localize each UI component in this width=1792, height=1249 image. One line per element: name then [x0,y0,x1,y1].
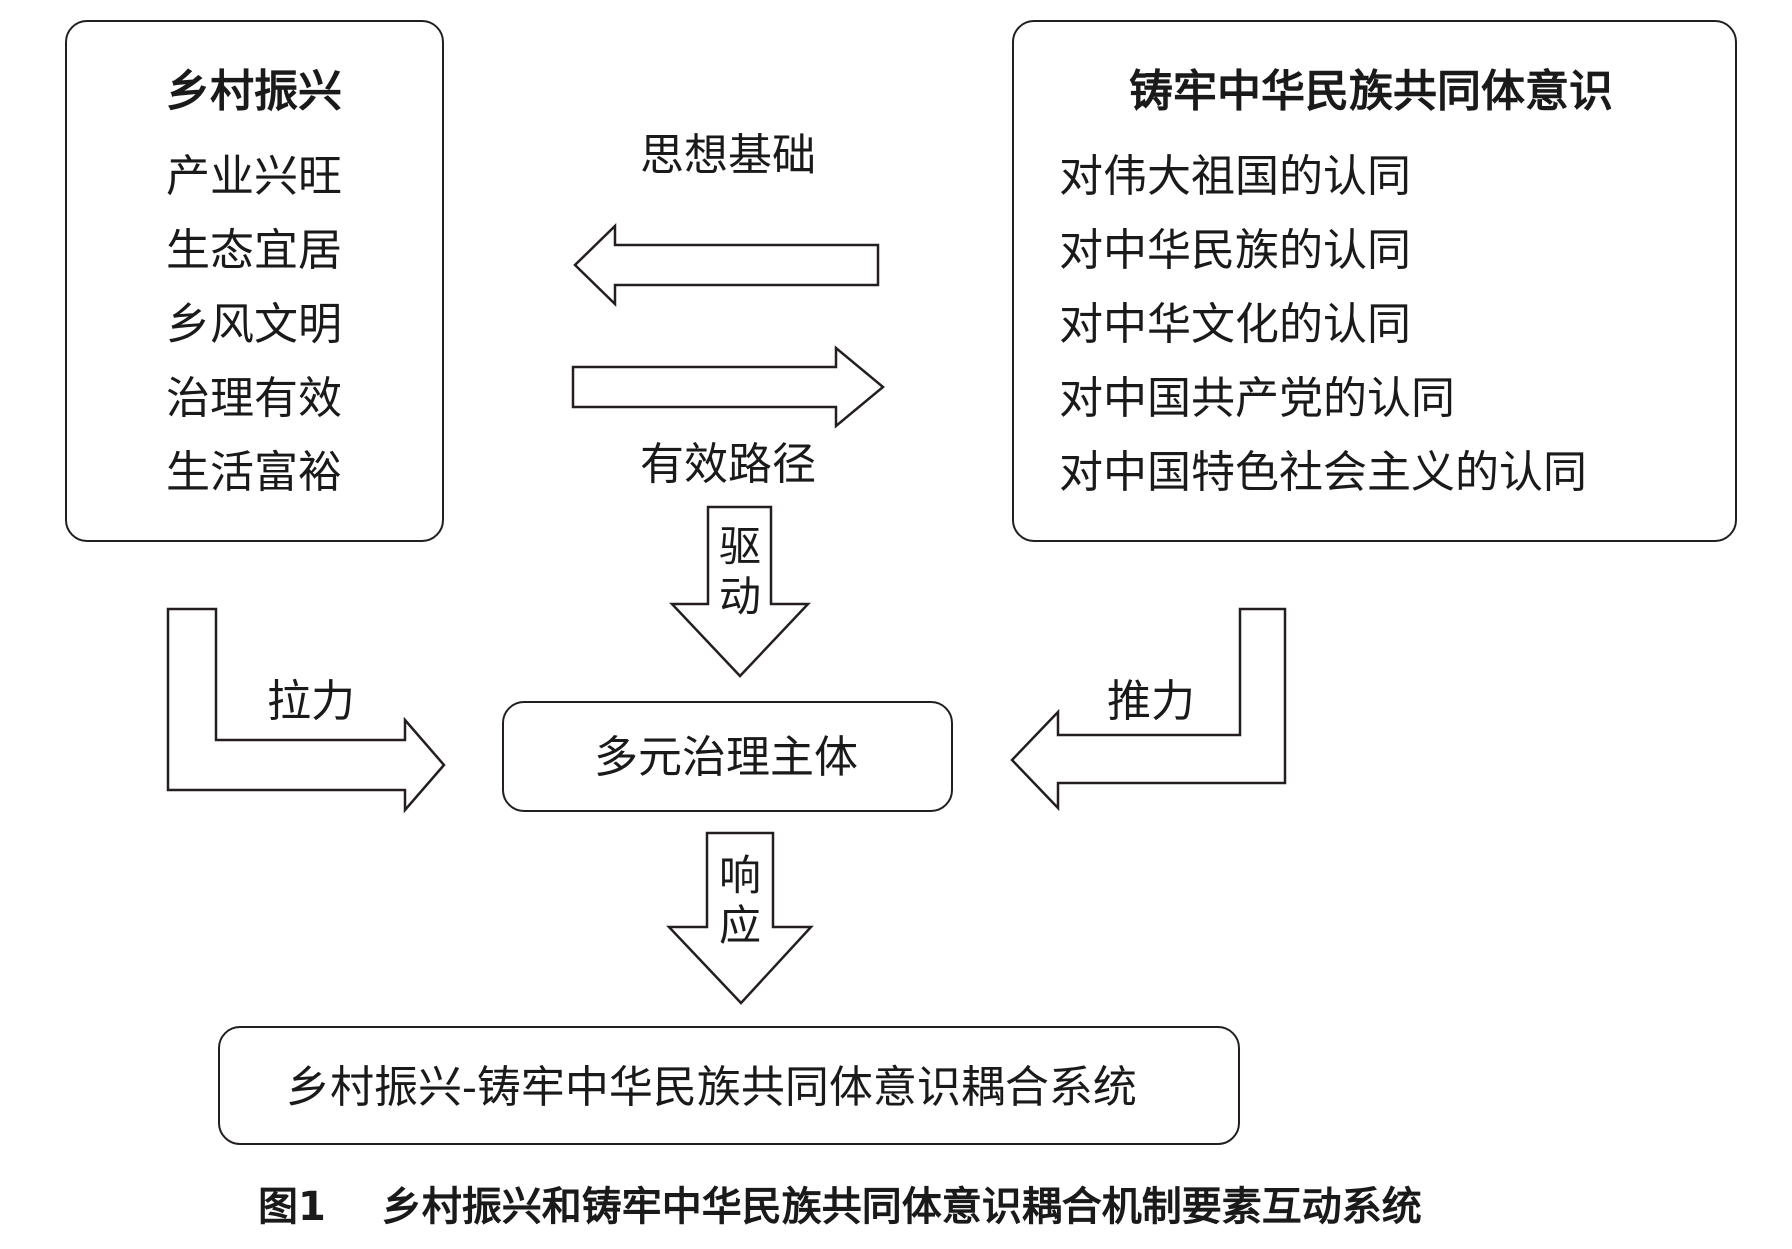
arrow-pull [166,607,446,814]
community-consciousness-title: 铸牢中华民族共同体意识 [1129,66,1613,117]
rural-revitalization-list: 产业兴旺 生态宜居 乡风文明 治理有效 生活富裕 [166,155,342,525]
list-item: 产业兴旺 [166,151,342,202]
figure-title: 乡村振兴和铸牢中华民族共同体意识耦合机制要素互动系统 [381,1184,1422,1230]
community-consciousness-list: 对伟大祖国的认同 对中华民族的认同 对中华文化的认同 对中国共产党的认同 对中国… [1059,155,1587,525]
list-item: 生活富裕 [166,447,342,498]
arrow-left-ideological [573,223,880,307]
list-item: 对中华文化的认同 [1059,299,1411,350]
list-item: 生态宜居 [166,225,342,276]
response-label: 响应 [718,851,761,951]
arrow-down-response [666,831,814,1005]
governance-subjects-label: 多元治理主体 [594,732,858,783]
list-item: 对中国特色社会主义的认同 [1059,447,1587,498]
figure-number: 图1 [258,1184,326,1230]
figure-caption: 图1 乡村振兴和铸牢中华民族共同体意识耦合机制要素互动系统 [258,1187,1422,1227]
community-consciousness-box: 铸牢中华民族共同体意识 对伟大祖国的认同 对中华民族的认同 对中华文化的认同 对… [1012,20,1737,542]
list-item: 对中国共产党的认同 [1059,373,1455,424]
list-item: 对伟大祖国的认同 [1059,151,1411,202]
rural-revitalization-title: 乡村振兴 [166,66,342,117]
pull-label: 拉力 [267,676,355,727]
list-item: 治理有效 [166,373,342,424]
list-item: 对中华民族的认同 [1059,225,1411,276]
drive-label: 驱动 [718,522,761,622]
coupling-system-box: 乡村振兴-铸牢中华民族共同体意识耦合系统 [218,1026,1240,1145]
arrow-down-drive [669,505,811,678]
arrow-right-path [571,345,885,429]
list-item: 乡风文明 [166,299,342,350]
push-label: 推力 [1107,676,1195,727]
coupling-system-label: 乡村振兴-铸牢中华民族共同体意识耦合系统 [286,1062,1137,1113]
effective-path-label: 有效路径 [640,439,816,490]
rural-revitalization-box: 乡村振兴 产业兴旺 生态宜居 乡风文明 治理有效 生活富裕 [65,20,444,542]
ideological-foundation-label: 思想基础 [640,130,816,181]
arrow-push [1010,607,1287,812]
governance-subjects-box: 多元治理主体 [502,701,953,812]
